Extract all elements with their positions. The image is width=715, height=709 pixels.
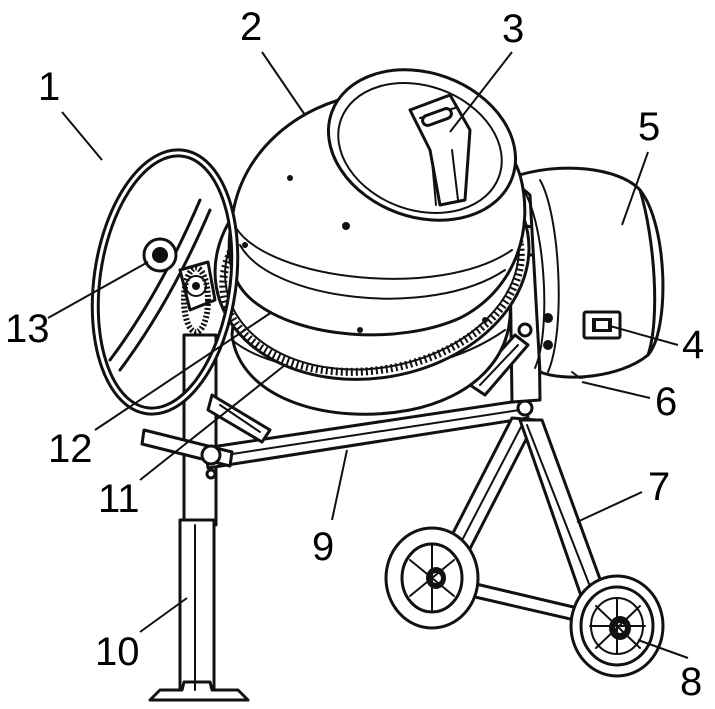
- leader-4: [609, 325, 679, 346]
- leader-13: [47, 261, 149, 319]
- leader-12: [94, 311, 273, 431]
- callout-12: 12: [48, 427, 93, 471]
- leader-10: [139, 597, 188, 633]
- leader-3: [449, 51, 513, 133]
- right-wheel: [569, 574, 665, 678]
- callout-3: 3: [502, 7, 524, 51]
- leader-lines: [47, 51, 689, 659]
- callout-labels: 1 2 3 4 5 6 7 8 9 10 11 12 13: [5, 5, 704, 704]
- callout-9: 9: [312, 525, 334, 569]
- callout-1: 1: [38, 65, 60, 109]
- callout-6: 6: [655, 380, 677, 424]
- callout-4: 4: [682, 323, 704, 367]
- leader-1: [61, 111, 103, 161]
- callout-7: 7: [648, 465, 670, 509]
- callout-13: 13: [5, 307, 50, 351]
- callout-5: 5: [638, 105, 660, 149]
- support-leg: [148, 333, 250, 702]
- callout-11: 11: [98, 477, 140, 521]
- callout-8: 8: [680, 660, 702, 704]
- callout-2: 2: [240, 5, 262, 49]
- leader-11: [139, 364, 286, 481]
- hand-wheel: [90, 148, 240, 416]
- callout-10: 10: [95, 630, 140, 674]
- leader-5: [621, 151, 649, 226]
- leader-7: [576, 491, 643, 523]
- leader-6: [581, 381, 651, 399]
- leader-2: [261, 51, 306, 116]
- left-wheel: [384, 526, 480, 630]
- base-frame: [140, 398, 534, 480]
- leader-9: [331, 449, 348, 521]
- leader-8: [637, 639, 689, 659]
